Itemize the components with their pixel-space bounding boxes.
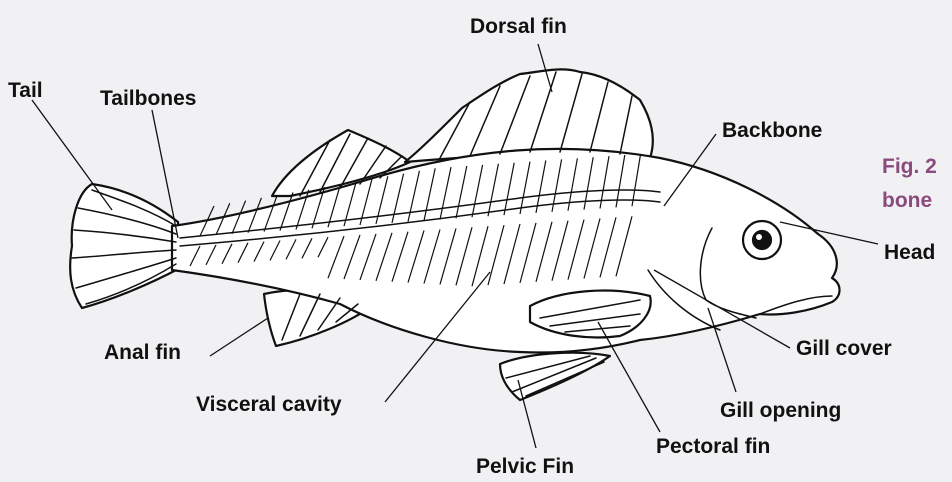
label-visceral-cavity: Visceral cavity	[196, 394, 342, 415]
label-head: Head	[884, 242, 935, 263]
label-anal-fin: Anal fin	[104, 342, 181, 363]
pectoral-fin	[530, 291, 651, 338]
label-tail: Tail	[8, 80, 43, 101]
caption-figure-subtitle: bone	[882, 190, 932, 211]
label-gill-opening: Gill opening	[720, 400, 841, 421]
label-backbone: Backbone	[722, 120, 822, 141]
spiny-dorsal-fin	[405, 69, 653, 162]
label-pelvic-fin: Pelvic Fin	[476, 456, 574, 477]
label-pectoral-fin: Pectoral fin	[656, 436, 770, 457]
label-tailbones: Tailbones	[100, 88, 196, 109]
label-gill-cover: Gill cover	[796, 338, 892, 359]
label-dorsal-fin: Dorsal fin	[470, 16, 567, 37]
caption-figure-title: Fig. 2	[882, 156, 937, 177]
